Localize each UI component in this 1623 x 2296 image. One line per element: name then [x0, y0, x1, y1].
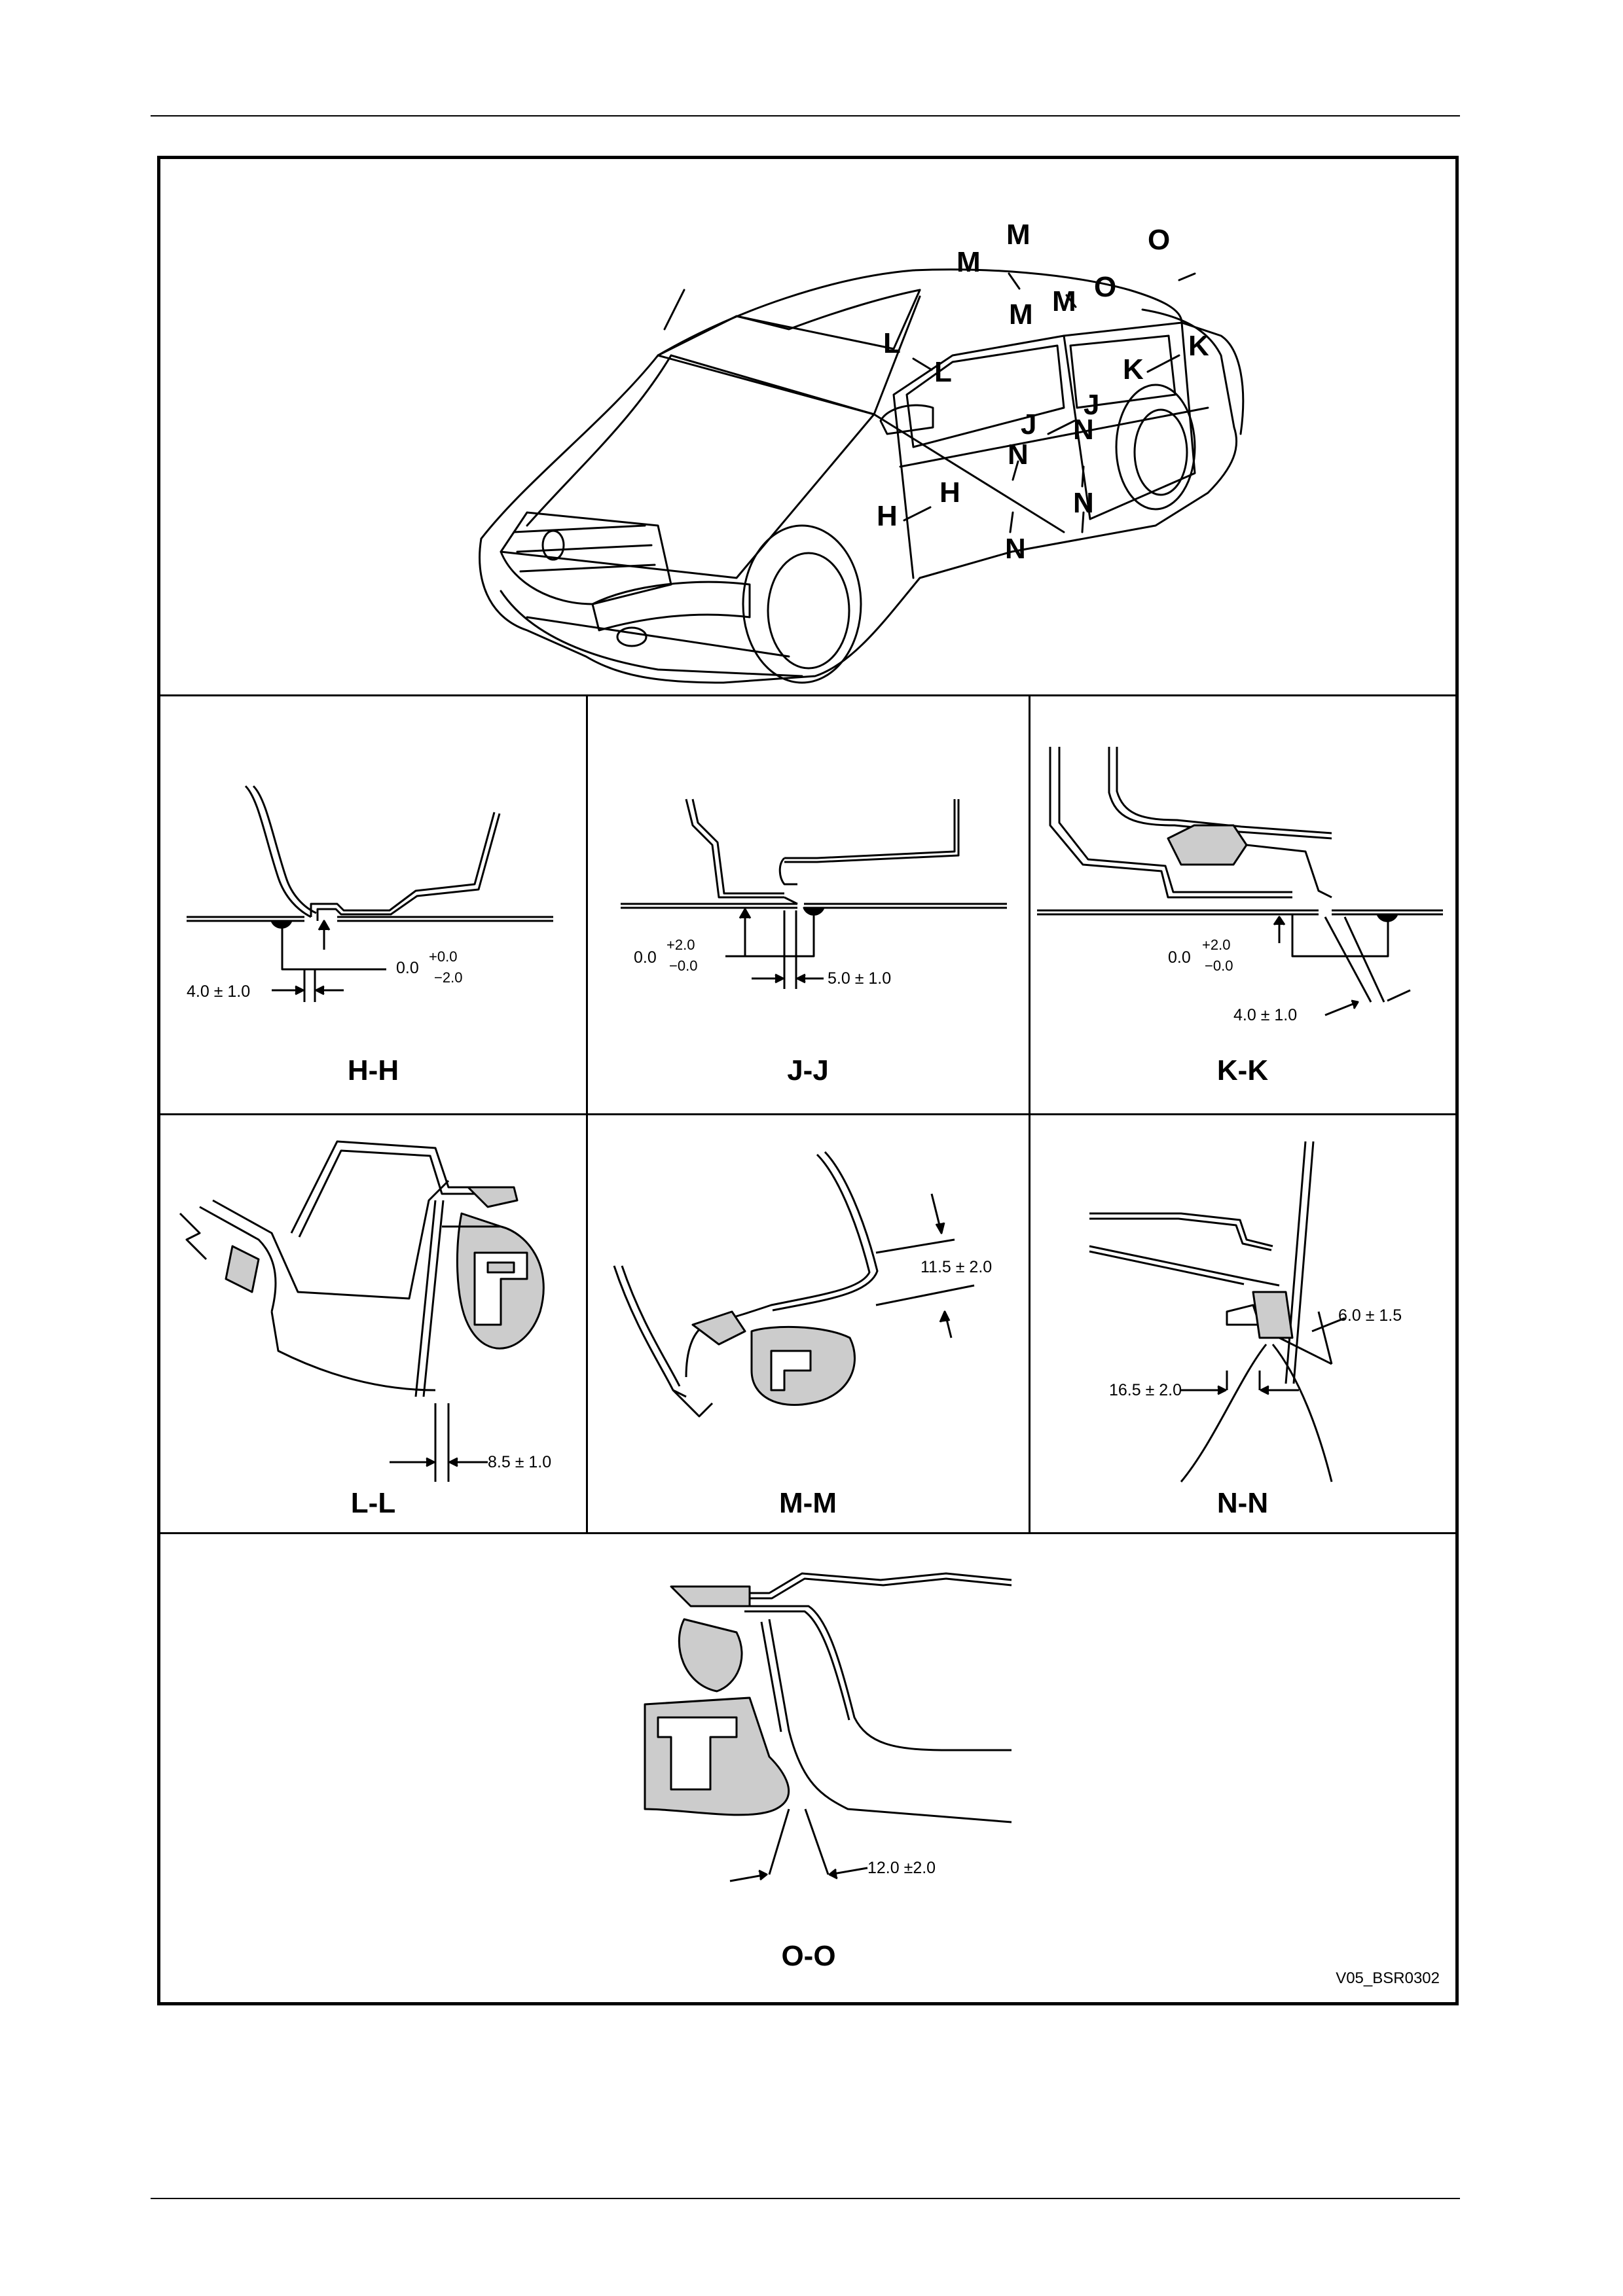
section-oo: 12.0 ±2.0 O-O: [160, 1534, 1455, 2002]
figure-frame: H H J J K K L L M M M M O O N N N N: [157, 156, 1459, 2005]
kk-dim-b: 4.0 ± 1.0: [1233, 1006, 1297, 1025]
nn-section-label: N-N: [1144, 1487, 1341, 1520]
kk-dim-a-tol2: −0.0: [1205, 958, 1233, 975]
figure-reference: V05_BSR0302: [1336, 1969, 1440, 1988]
section-mm: 11.5 ± 2.0 M-M: [588, 1115, 1029, 1532]
section-ll: 8.5 ± 1.0 L-L: [160, 1115, 586, 1532]
callout-l-lower: L: [934, 356, 952, 388]
car-overview: H H J J K K L L M M M M O O N N N N: [160, 159, 1455, 694]
section-nn: 6.0 ± 1.5 16.5 ± 2.0 N-N: [1030, 1115, 1455, 1532]
callout-n-4: N: [1073, 487, 1094, 519]
callout-n-2: N: [1005, 533, 1026, 565]
callout-j-left: J: [1021, 408, 1036, 440]
section-kk: 0.0 +2.0 −0.0 4.0 ± 1.0 K-K: [1030, 694, 1455, 1113]
header-rule: [151, 115, 1460, 117]
callout-l-upper: L: [883, 327, 901, 359]
car-illustration: H H J J K K L L M M M M O O N N N N: [160, 159, 1455, 694]
mm-section-label: M-M: [710, 1487, 906, 1520]
nn-dim-a: 6.0 ± 1.5: [1338, 1306, 1402, 1325]
hh-section-label: H-H: [275, 1054, 471, 1087]
callout-k-left: K: [1123, 353, 1144, 386]
ll-section-label: L-L: [275, 1487, 471, 1520]
oo-section-label: O-O: [710, 1940, 907, 1973]
jj-dim-a-tol: +2.0: [666, 937, 695, 954]
ll-dim-a: 8.5 ± 1.0: [488, 1453, 551, 1472]
kk-dim-a-tol: +2.0: [1202, 937, 1230, 954]
footer-rule: [151, 2198, 1460, 2199]
hh-dim-a: 0.0: [396, 959, 419, 978]
callout-m-2: M: [1009, 298, 1033, 331]
jj-dim-b: 5.0 ± 1.0: [828, 969, 891, 988]
kk-dim-a: 0.0: [1168, 948, 1191, 967]
callout-o-right: O: [1148, 224, 1170, 256]
section-jj: 0.0 +2.0 −0.0 5.0 ± 1.0 J-J: [588, 694, 1029, 1113]
kk-section-label: K-K: [1144, 1054, 1341, 1087]
callout-m-3: M: [1006, 219, 1030, 251]
callout-n-3: N: [1073, 414, 1094, 446]
callout-h-lower: H: [877, 500, 898, 532]
jj-section-label: J-J: [710, 1054, 906, 1087]
hh-dim-b: 4.0 ± 1.0: [187, 982, 250, 1001]
section-hh: 0.0 +0.0 −2.0 4.0 ± 1.0 H-H: [160, 694, 586, 1113]
jj-dim-a: 0.0: [634, 948, 657, 967]
jj-dim-a-tol2: −0.0: [669, 958, 697, 975]
callout-m-4: M: [1052, 285, 1076, 317]
callout-m-1: M: [957, 246, 981, 278]
callout-h-upper: H: [939, 476, 960, 509]
nn-dim-b: 16.5 ± 2.0: [1109, 1381, 1182, 1400]
hh-dim-a-tol2: −2.0: [434, 969, 462, 986]
oo-dim-a: 12.0 ±2.0: [867, 1859, 936, 1878]
hh-dim-a-tol: +0.0: [429, 948, 457, 965]
callout-o-left: O: [1094, 271, 1116, 303]
mm-dim-a: 11.5 ± 2.0: [921, 1258, 992, 1277]
callout-k-right: K: [1188, 330, 1209, 362]
callout-n-1: N: [1008, 439, 1029, 471]
